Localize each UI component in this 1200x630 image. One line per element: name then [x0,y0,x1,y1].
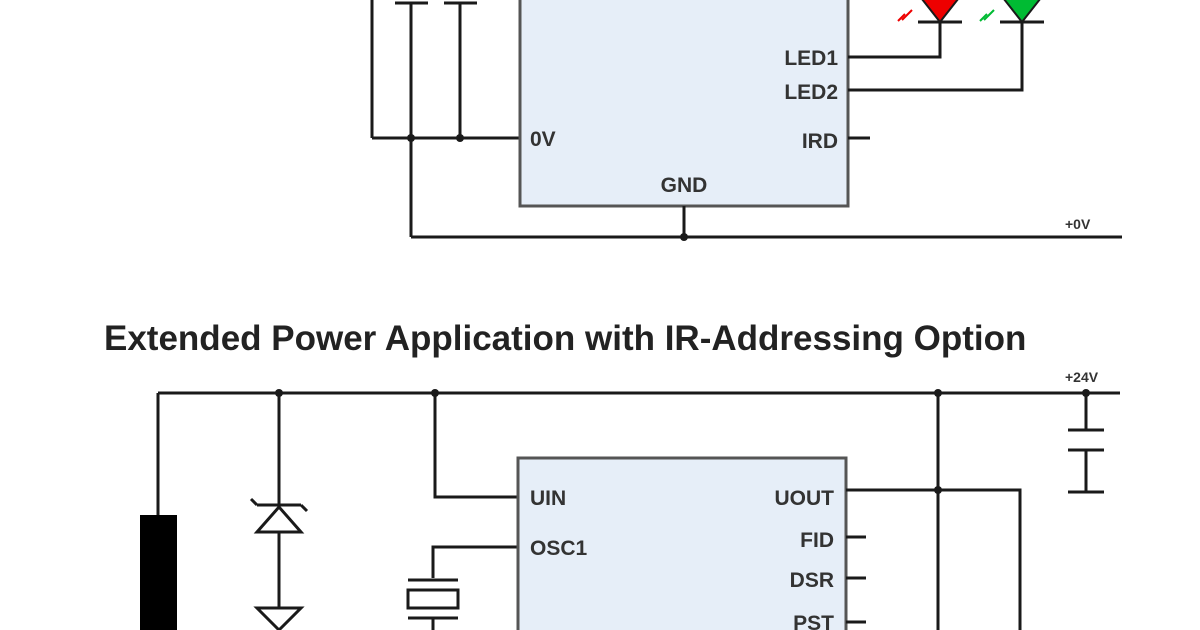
rail-label-0v: +0V [1065,216,1091,232]
pin-label-0v: 0V [530,128,556,151]
red-led [897,0,962,24]
junction-dot [407,134,415,142]
junction-dot [680,233,688,241]
led2-wire [848,22,1024,92]
pin-label-gnd: GND [661,174,708,197]
junction-dot [934,486,942,494]
section-title: Extended Power Application with IR-Addre… [104,319,1026,358]
uin-wire [433,393,518,499]
zener-diode-icon [249,497,309,534]
junction-dot [1082,389,1090,397]
pin-label-osc1: OSC1 [530,537,588,560]
bottom-circuit: +24V UIN OSC1 UOUT [140,369,1120,630]
junction-dot [456,134,464,142]
pin-label-uin: UIN [530,487,566,510]
uout-wire [846,488,1022,630]
osc1-wire [431,545,518,578]
pin-label-fid: FID [800,529,834,552]
pin-label-led1: LED1 [784,47,838,70]
led1-wire [848,22,942,59]
pin-label-pst: PST [793,612,834,630]
ic-chip-bottom [516,456,848,630]
power-source-block [140,515,177,630]
pin-label-uout: UOUT [775,487,835,510]
pin-label-dsr: DSR [790,569,834,592]
junction-dot [275,389,283,397]
junction-dot [431,389,439,397]
crystal-icon [406,578,460,620]
capacitor-icon [1068,393,1104,494]
zener-diode-icon [253,606,305,630]
pin-label-led2: LED2 [784,81,838,104]
junction-dot [934,389,942,397]
ic-chip-top [518,0,850,208]
rail-label-24v: +24V [1065,369,1099,385]
green-led [979,0,1044,24]
top-circuit: 0V LED1 LED2 IRD GND +0V [370,0,1122,241]
pin-label-ird: IRD [802,130,838,153]
